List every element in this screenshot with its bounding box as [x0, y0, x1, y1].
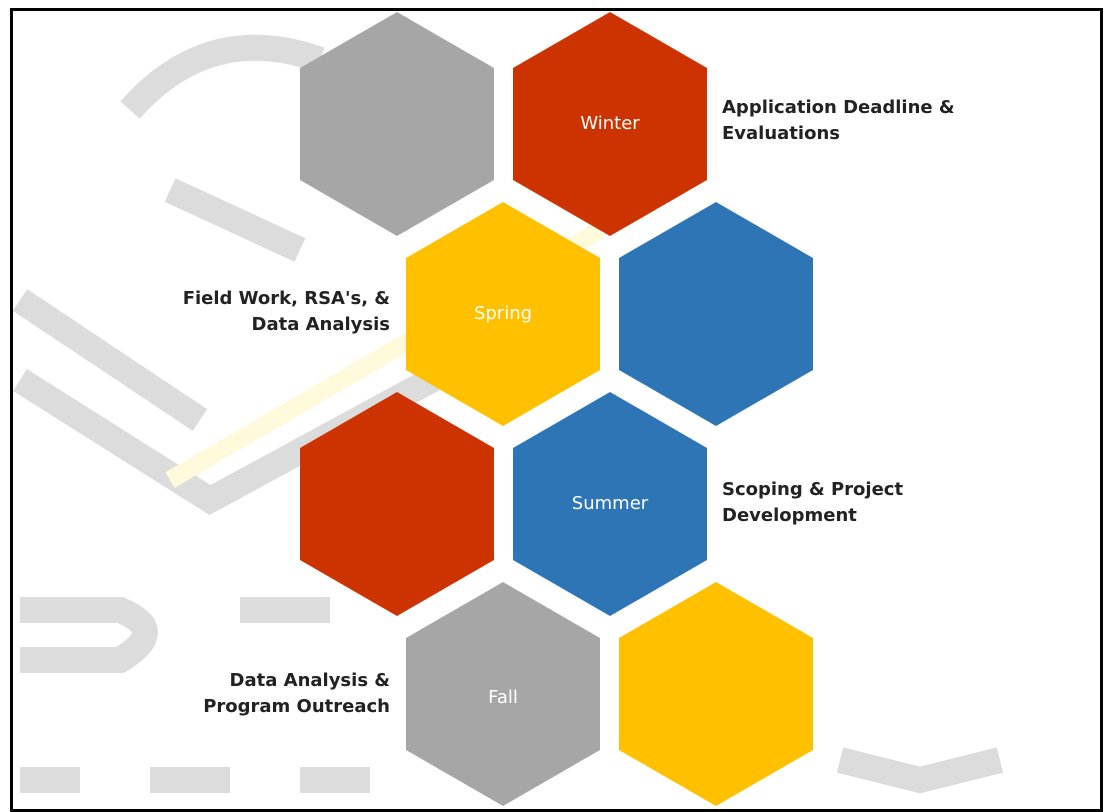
spring-description-line2: Data Analysis: [252, 314, 391, 335]
fall-description-line1: Data Analysis &: [230, 670, 390, 691]
fall-description-line2: Program Outreach: [203, 696, 390, 717]
summer-description-line2: Development: [722, 505, 857, 526]
hexagon-fall: [406, 582, 600, 806]
summer-label: Summer: [572, 493, 649, 514]
hexagon-summer: [513, 392, 707, 616]
winter-description-line2: Evaluations: [722, 123, 840, 144]
fall-label: Fall: [488, 687, 518, 708]
spring-label: Spring: [474, 303, 532, 324]
hexagon-spring: [406, 202, 600, 426]
hexagon-yellow-bottom: [619, 582, 813, 806]
hexagon-red-lower: [300, 392, 494, 616]
spring-description-line1: Field Work, RSA's, &: [183, 288, 390, 309]
hexagon-winter: [513, 12, 707, 236]
hexagon-blue-middle: [619, 202, 813, 426]
winter-description-line1: Application Deadline &: [722, 97, 955, 118]
winter-label: Winter: [580, 113, 640, 134]
hexagon-gray-top: [300, 12, 494, 236]
summer-description-line1: Scoping & Project: [722, 479, 903, 500]
